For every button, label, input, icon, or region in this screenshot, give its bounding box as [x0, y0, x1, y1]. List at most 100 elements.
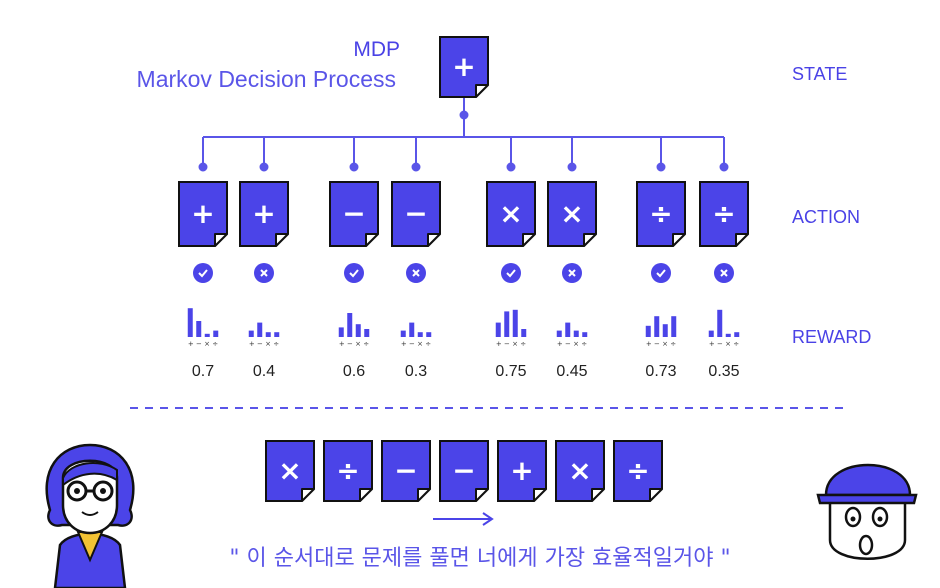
- reward-label: REWARD: [792, 327, 872, 347]
- bar-axis-label: + − × ÷: [496, 340, 526, 348]
- reward-bar: [364, 329, 370, 337]
- card-symbol: −: [342, 197, 365, 230]
- card-symbol: ÷: [649, 197, 672, 230]
- reward-bar: [338, 327, 344, 337]
- reward-bars-6: + − × ÷: [556, 322, 588, 348]
- reward-bar: [187, 308, 193, 337]
- check-circle-icon: [193, 263, 213, 283]
- check-circle-icon: [651, 263, 671, 283]
- bar-axis-label: + − × ÷: [188, 340, 218, 348]
- card-symbol: ×: [568, 454, 591, 487]
- reward-bars-7: + − × ÷: [645, 316, 677, 348]
- sequence-card-1: ×: [265, 440, 315, 502]
- action-card-7: ÷: [636, 181, 686, 247]
- sequence-card-7: ÷: [613, 440, 663, 502]
- reward-bar: [662, 324, 668, 337]
- x-circle-icon: [254, 263, 274, 283]
- card-symbol: ÷: [626, 454, 649, 487]
- reward-bar: [654, 316, 660, 337]
- card-symbol: −: [452, 454, 475, 487]
- reward-value-7: 0.73: [645, 363, 677, 380]
- card-symbol: ÷: [336, 454, 359, 487]
- state-card: +: [439, 36, 489, 98]
- sequence-card-3: −: [381, 440, 431, 502]
- card-symbol: −: [394, 454, 417, 487]
- reward-bar: [400, 330, 406, 337]
- reward-bar: [582, 332, 588, 337]
- reward-bar: [196, 321, 202, 337]
- sequence-card-5: +: [497, 440, 547, 502]
- reward-bar: [495, 322, 501, 337]
- reward-bar: [708, 330, 714, 337]
- reward-bar: [347, 313, 353, 337]
- card-symbol: +: [510, 454, 533, 487]
- bar-axis-label: + − × ÷: [646, 340, 676, 348]
- reward-bar: [213, 330, 219, 337]
- bar-axis-label: + − × ÷: [249, 340, 279, 348]
- bar-axis-label: + − × ÷: [709, 340, 739, 348]
- reward-bar: [725, 333, 731, 337]
- surprised-character-icon: [816, 463, 918, 560]
- check-circle-icon: [501, 263, 521, 283]
- reward-bar: [565, 322, 571, 337]
- card-symbol: ÷: [712, 197, 735, 230]
- reward-value-6: 0.45: [556, 363, 588, 380]
- bar-axis-label: + − × ÷: [339, 340, 369, 348]
- sequence-card-4: −: [439, 440, 489, 502]
- reward-bars-8: + − × ÷: [708, 309, 740, 348]
- card-symbol: ×: [278, 454, 301, 487]
- action-card-1: +: [178, 181, 228, 247]
- reward-bar: [248, 330, 254, 337]
- card-symbol: ×: [499, 197, 522, 230]
- x-circle-icon: [562, 263, 582, 283]
- action-card-5: ×: [486, 181, 536, 247]
- action-card-8: ÷: [699, 181, 749, 247]
- state-label: STATE: [792, 64, 848, 84]
- bar-axis-label: + − × ÷: [557, 340, 587, 348]
- reward-bar: [573, 330, 579, 337]
- card-symbol: +: [191, 197, 214, 230]
- reward-bar: [512, 309, 518, 337]
- reward-value-5: 0.75: [495, 363, 527, 380]
- sequence-card-2: ÷: [323, 440, 373, 502]
- mdp-subtitle: Markov Decision Process: [136, 66, 396, 92]
- action-card-3: −: [329, 181, 379, 247]
- right-arrow-icon: [433, 512, 494, 526]
- action-label: ACTION: [792, 207, 861, 227]
- reward-value-2: 0.4: [252, 363, 276, 380]
- reward-bar: [274, 332, 280, 337]
- reward-value-3: 0.6: [342, 363, 366, 380]
- sequence-card-6: ×: [555, 440, 605, 502]
- reward-bar: [355, 324, 361, 337]
- reward-value-8: 0.35: [708, 363, 740, 380]
- reward-bar: [417, 332, 423, 337]
- card-symbol: −: [404, 197, 427, 230]
- reward-bars-5: + − × ÷: [495, 309, 527, 348]
- reward-value-4: 0.3: [404, 363, 428, 380]
- check-circle-icon: [344, 263, 364, 283]
- reward-bar: [204, 333, 210, 337]
- reward-bars-4: + − × ÷: [400, 322, 432, 348]
- reward-bar: [717, 309, 723, 337]
- quote-text: " 이 순서대로 문제를 풀면 너에게 가장 효율적일거야 ": [229, 546, 731, 571]
- reward-bar: [734, 332, 740, 337]
- reward-bar: [504, 311, 510, 337]
- reward-bar: [521, 329, 527, 337]
- action-card-2: +: [239, 181, 289, 247]
- mdp-title: MDP: [353, 38, 400, 61]
- reward-bar: [556, 330, 562, 337]
- reward-bars-3: + − × ÷: [338, 313, 370, 348]
- reward-bar: [671, 316, 677, 337]
- girl-character-icon: [45, 443, 135, 588]
- reward-value-1: 0.7: [191, 363, 215, 380]
- bar-axis-label: + − × ÷: [401, 340, 431, 348]
- card-symbol: +: [452, 50, 475, 83]
- reward-bar: [265, 332, 271, 337]
- x-circle-icon: [406, 263, 426, 283]
- reward-bars-2: + − × ÷: [248, 322, 280, 348]
- action-card-4: −: [391, 181, 441, 247]
- card-symbol: +: [252, 197, 275, 230]
- card-symbol: ×: [560, 197, 583, 230]
- reward-bar: [426, 332, 432, 337]
